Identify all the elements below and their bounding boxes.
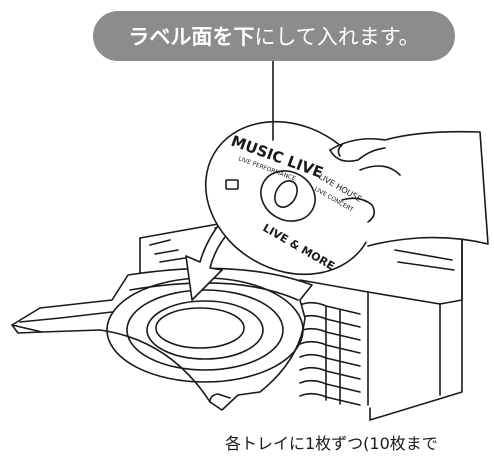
label-side-down-callout: ラベル面を下にして入れます。 xyxy=(93,11,455,61)
hand xyxy=(329,130,489,247)
tray-stack xyxy=(299,301,361,406)
tray-capacity-caption: 各トレイに1枚ずつ(10枚まで xyxy=(225,434,438,453)
cd-disc xyxy=(204,120,376,276)
tray xyxy=(11,267,313,411)
callout-text-1: ラベル面 xyxy=(128,25,213,49)
callout-text-4: にして入れます。 xyxy=(254,25,420,49)
callout-text-2: を xyxy=(212,25,234,49)
callout-text-3: 下 xyxy=(233,25,255,49)
